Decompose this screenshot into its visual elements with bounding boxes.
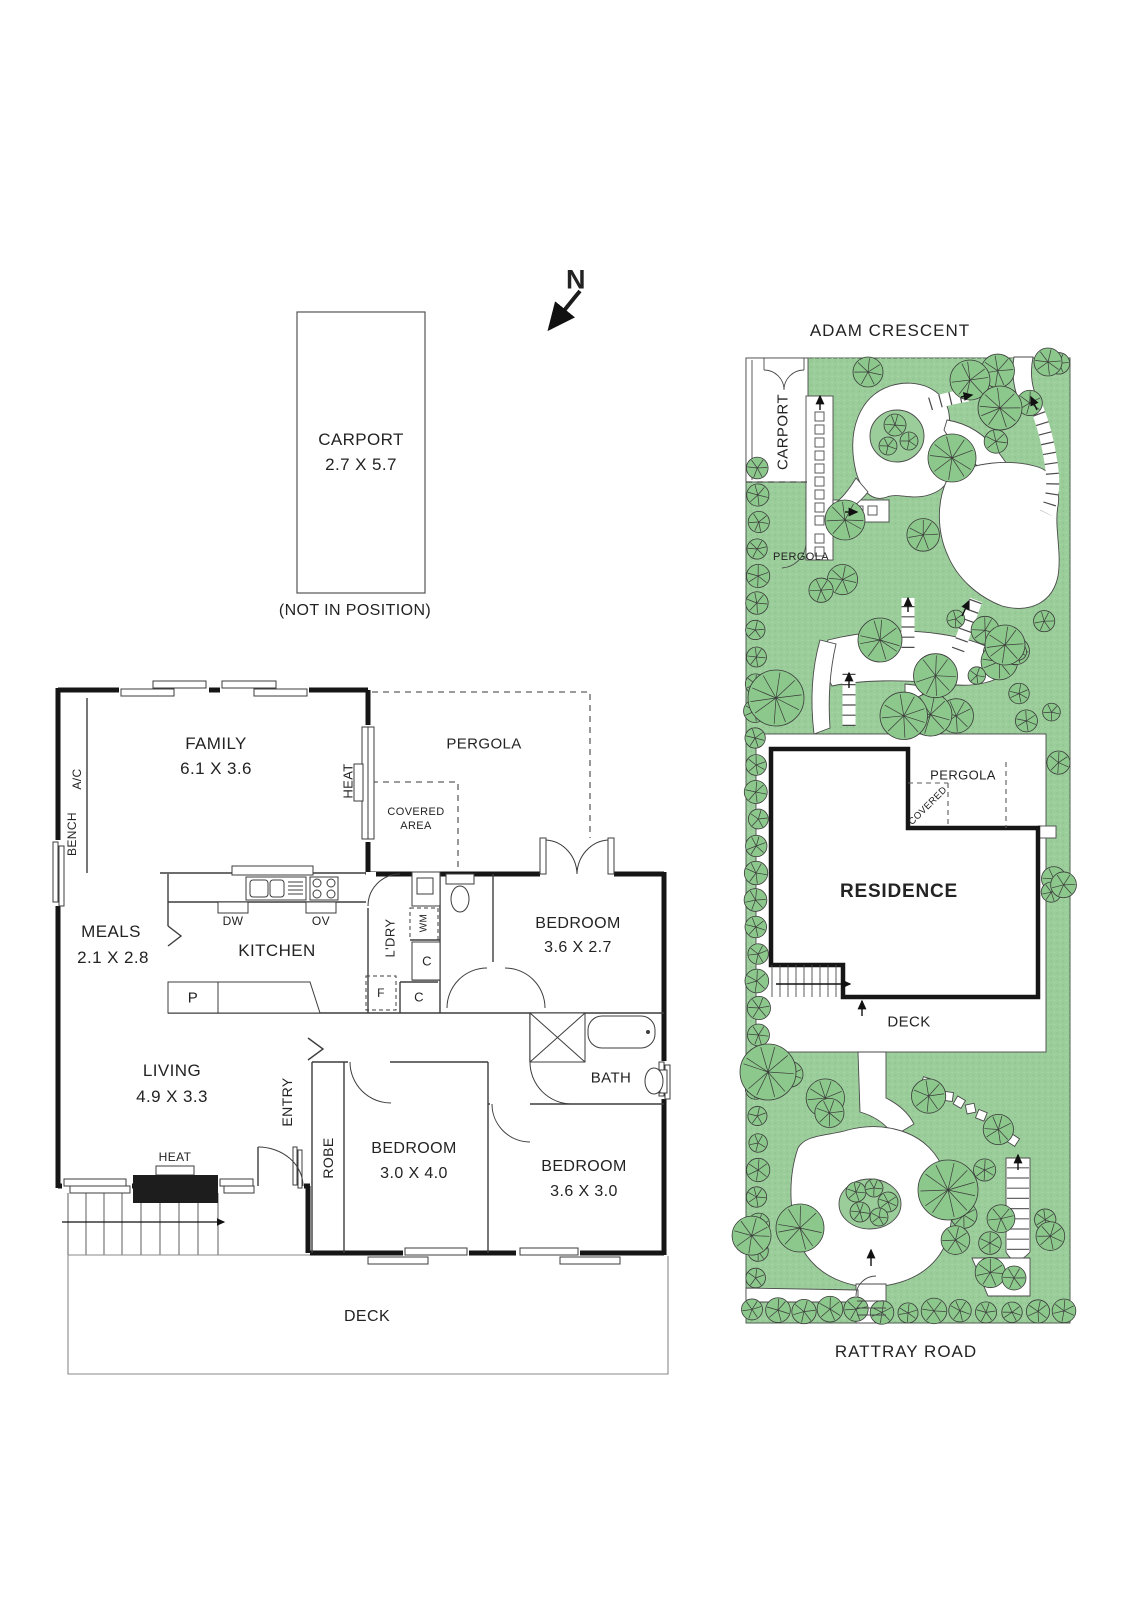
- entry-label: ENTRY: [279, 1077, 295, 1127]
- street-adam-crescent: ADAM CRESCENT: [809, 321, 971, 340]
- loose-carport-dims: 2.7 X 5.7: [325, 455, 397, 474]
- floor-plan-linework: [52, 289, 671, 1375]
- room-family-dims: 6.1 X 3.6: [180, 759, 252, 778]
- street-rattray-road: RATTRAY ROAD: [834, 1342, 978, 1361]
- trees-layer: [731, 347, 1077, 1325]
- north-arrow-icon: [547, 289, 582, 332]
- room-pergola: PERGOLA: [446, 735, 522, 753]
- covered-area-line2: AREA: [400, 820, 432, 832]
- robe-label: ROBE: [320, 1137, 336, 1179]
- room-kitchen: KITCHEN: [238, 941, 316, 960]
- loose-carport-name: CARPORT: [318, 430, 404, 449]
- room-bath: BATH: [590, 1069, 632, 1087]
- north-label: N: [566, 264, 586, 295]
- f-label: F: [377, 986, 385, 1000]
- room-bedroom1: BEDROOM: [371, 1140, 457, 1157]
- room-meals: MEALS: [81, 922, 141, 941]
- deck-label: DECK: [343, 1308, 391, 1325]
- dw-label: DW: [222, 914, 244, 928]
- bench-label: BENCH: [65, 811, 79, 857]
- room-bedroom2-dims: 3.6 X 3.0: [550, 1183, 618, 1200]
- loose-carport-note: (NOT IN POSITION): [278, 602, 432, 619]
- site-deck-label: DECK: [887, 1013, 931, 1031]
- room-bedroom2: BEDROOM: [541, 1158, 627, 1175]
- room-living-dims: 4.9 X 3.3: [136, 1087, 208, 1106]
- heat-family-label: HEAT: [340, 763, 356, 799]
- room-living: LIVING: [142, 1061, 202, 1080]
- room-bedroom3: BEDROOM: [535, 915, 621, 932]
- ov-label: OV: [311, 914, 331, 928]
- p-label: P: [187, 989, 199, 1007]
- heat-living-label: HEAT: [158, 1150, 192, 1164]
- ldry-label: L'DRY: [382, 918, 398, 958]
- site-residence-label: RESIDENCE: [839, 881, 959, 902]
- site-residence: [768, 392, 1041, 1316]
- room-meals-dims: 2.1 X 2.8: [77, 948, 149, 967]
- site-pergola-label: PERGOLA: [930, 767, 996, 783]
- ac-label: A/C: [70, 768, 84, 790]
- c2-label: C: [414, 989, 424, 1005]
- room-bedroom3-dims: 3.6 X 2.7: [544, 939, 612, 956]
- site-carport-label: CARPORT: [774, 394, 792, 470]
- site-pergola-walk: PERGOLA: [773, 551, 829, 563]
- wm-label: WM: [418, 913, 430, 933]
- covered-area-line1: COVERED: [387, 806, 445, 818]
- room-bedroom1-dims: 3.0 X 4.0: [380, 1165, 448, 1182]
- c1-label: C: [422, 953, 432, 969]
- room-family: FAMILY: [185, 734, 247, 753]
